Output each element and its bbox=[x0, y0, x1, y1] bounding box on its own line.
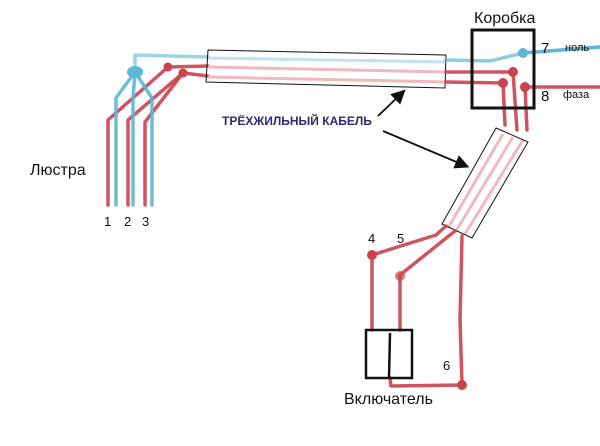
switch-label: Включатель bbox=[344, 391, 433, 408]
chandelier-label: Люстра bbox=[30, 162, 86, 179]
arrow-icon bbox=[377, 89, 406, 117]
terminal-6: 6 bbox=[443, 358, 450, 373]
switch-wires bbox=[364, 224, 467, 390]
phase-junction bbox=[163, 62, 173, 72]
three-core-cable-diagonal bbox=[441, 127, 529, 239]
terminal-3: 3 bbox=[142, 214, 149, 229]
neutral-junction bbox=[127, 66, 143, 78]
chandelier-wires bbox=[106, 53, 210, 207]
cable-label: ТРЁХЖИЛЬНЫЙ КАБЕЛЬ bbox=[222, 113, 372, 128]
box-label: Коробка bbox=[474, 10, 536, 27]
terminal-8: 8 bbox=[541, 88, 549, 105]
three-core-cable-horizontal bbox=[205, 49, 447, 89]
phase-label: фаза bbox=[563, 89, 590, 101]
junction-box bbox=[444, 28, 600, 132]
terminal-7: 7 bbox=[541, 40, 549, 57]
terminal-5: 5 bbox=[397, 231, 404, 246]
terminal-2: 2 bbox=[124, 214, 131, 229]
terminal-1: 1 bbox=[104, 214, 111, 229]
neutral-label: ноль bbox=[565, 42, 589, 54]
phase-junction bbox=[178, 68, 188, 78]
arrow-icon bbox=[382, 130, 470, 169]
terminal-4: 4 bbox=[368, 231, 375, 246]
